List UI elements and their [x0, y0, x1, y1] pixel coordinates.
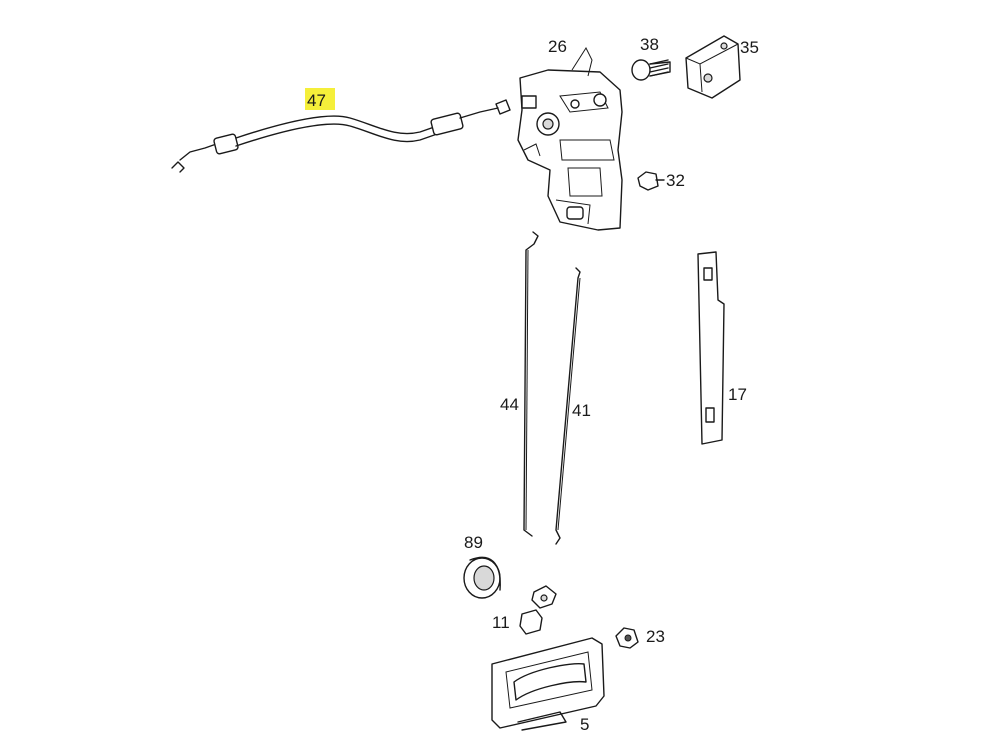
callout-44[interactable]: 44 — [500, 395, 519, 414]
callout-23[interactable]: 23 — [646, 627, 665, 646]
part-35-striker[interactable] — [685, 35, 741, 99]
callout-89[interactable]: 89 — [464, 533, 483, 552]
part-38-screw[interactable] — [631, 59, 671, 81]
callout-41[interactable]: 41 — [572, 401, 591, 420]
callout-17[interactable]: 17 — [728, 385, 747, 404]
callout-35[interactable]: 35 — [740, 38, 759, 57]
callout-32[interactable]: 32 — [666, 171, 685, 190]
part-17-strip[interactable] — [697, 251, 725, 445]
part-41-rod[interactable] — [555, 267, 581, 545]
callout-11[interactable]: 11 — [492, 613, 510, 632]
part-89-grommet[interactable] — [463, 556, 501, 599]
callout-5[interactable]: 5 — [580, 715, 589, 734]
highlight-47 — [305, 88, 335, 110]
callout-38[interactable]: 38 — [640, 35, 659, 54]
part-32-screw[interactable] — [637, 171, 665, 191]
part-44-rod[interactable] — [523, 231, 539, 537]
part-47-cable[interactable] — [171, 99, 511, 173]
callout-47[interactable]: 47 — [307, 91, 326, 110]
callout-26[interactable]: 26 — [548, 37, 567, 56]
part-23-screw[interactable] — [615, 627, 639, 649]
part-5-door-handle[interactable] — [491, 637, 605, 731]
part-11-clip[interactable] — [519, 585, 557, 635]
part-26-door-lock[interactable] — [517, 46, 623, 231]
